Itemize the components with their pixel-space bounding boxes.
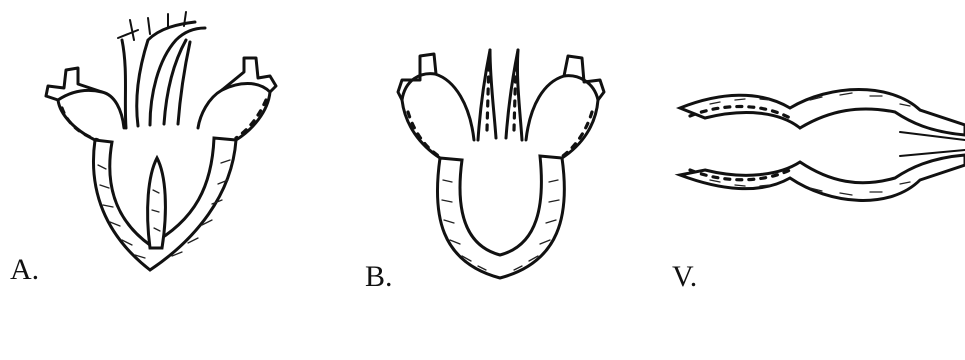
heart-b-left-atrium (402, 74, 474, 158)
heart-v-outflow-lines (900, 132, 965, 156)
heart-v-lower-wall (680, 155, 965, 200)
heart-b-ventricle-wall (437, 156, 564, 278)
heart-b-vessels (478, 50, 522, 140)
heart-a-vessels (118, 12, 205, 128)
panel-label-b: B. (365, 262, 393, 292)
panel-label-v: V. (672, 262, 697, 292)
heart-b-left-atrium-wall (408, 112, 442, 158)
heart-b-right-atrium (526, 76, 598, 158)
heart-diagram-a (46, 12, 276, 270)
heart-a-right-atrium-wall (236, 100, 266, 138)
heart-diagram-v (680, 90, 965, 201)
heart-diagram-b (398, 50, 604, 278)
heart-b-right-vein (564, 56, 604, 100)
heart-a-left-atrium-wall (62, 108, 98, 140)
heart-a-left-vein (46, 68, 102, 100)
heart-a-septum (148, 158, 166, 248)
panel-label-a: A. (10, 255, 39, 285)
heart-v-upper-wall (680, 90, 965, 136)
heart-a-left-atrium (58, 90, 124, 140)
